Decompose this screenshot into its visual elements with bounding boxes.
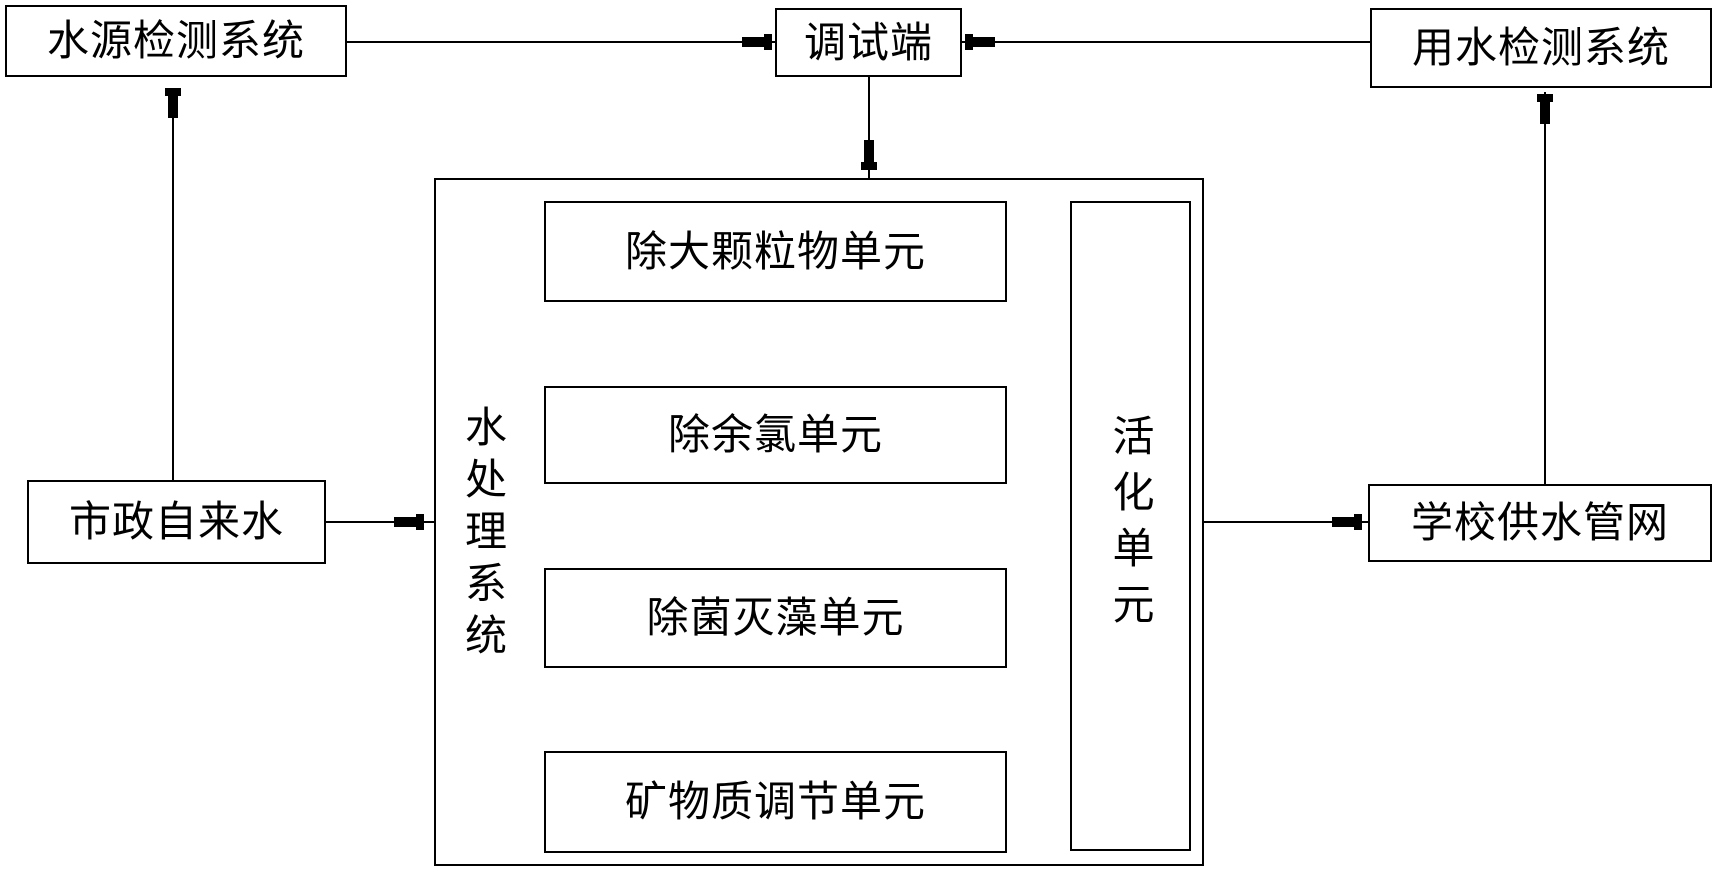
- usage-detect-label: 用水检测系统: [1411, 23, 1670, 72]
- arrow-marker-treatment-left: [394, 514, 424, 530]
- activation-unit-label: 活化单元: [1106, 414, 1155, 638]
- usage-detect-node: 用水检测系统: [1370, 8, 1712, 88]
- unit-particle-label: 除大颗粒物单元: [624, 226, 926, 276]
- school-network-label: 学校供水管网: [1410, 498, 1669, 547]
- municipal-node: 市政自来水: [27, 480, 326, 564]
- arrow-marker-usage-bottom: [1537, 94, 1553, 124]
- unit-bacteria-label: 除菌灭藻单元: [646, 593, 905, 642]
- unit-mineral-label: 矿物质调节单元: [624, 777, 926, 826]
- unit-particle-node: 除大颗粒物单元: [544, 201, 1007, 302]
- school-network-node: 学校供水管网: [1368, 484, 1712, 562]
- treatment-system-label: 水处理系统: [458, 405, 508, 665]
- unit-bacteria-node: 除菌灭藻单元: [544, 568, 1007, 668]
- debug-label: 调试端: [803, 17, 933, 67]
- arrow-marker-debug-right: [965, 34, 995, 50]
- treatment-system-label-wrap: 水处理系统: [452, 365, 514, 705]
- arrow-marker-treatment-top: [861, 140, 877, 170]
- unit-chlorine-label: 除余氯单元: [667, 410, 883, 459]
- arrow-marker-source-bottom: [165, 88, 181, 118]
- arrow-marker-school-left: [1332, 514, 1362, 530]
- source-detect-label: 水源检测系统: [46, 16, 305, 65]
- source-detect-node: 水源检测系统: [5, 5, 347, 77]
- debug-node: 调试端: [775, 8, 962, 77]
- unit-chlorine-node: 除余氯单元: [544, 386, 1007, 484]
- arrow-marker-debug-left: [742, 34, 772, 50]
- municipal-label: 市政自来水: [68, 497, 284, 546]
- activation-unit-node: 活化单元: [1070, 201, 1191, 851]
- unit-mineral-node: 矿物质调节单元: [544, 751, 1007, 853]
